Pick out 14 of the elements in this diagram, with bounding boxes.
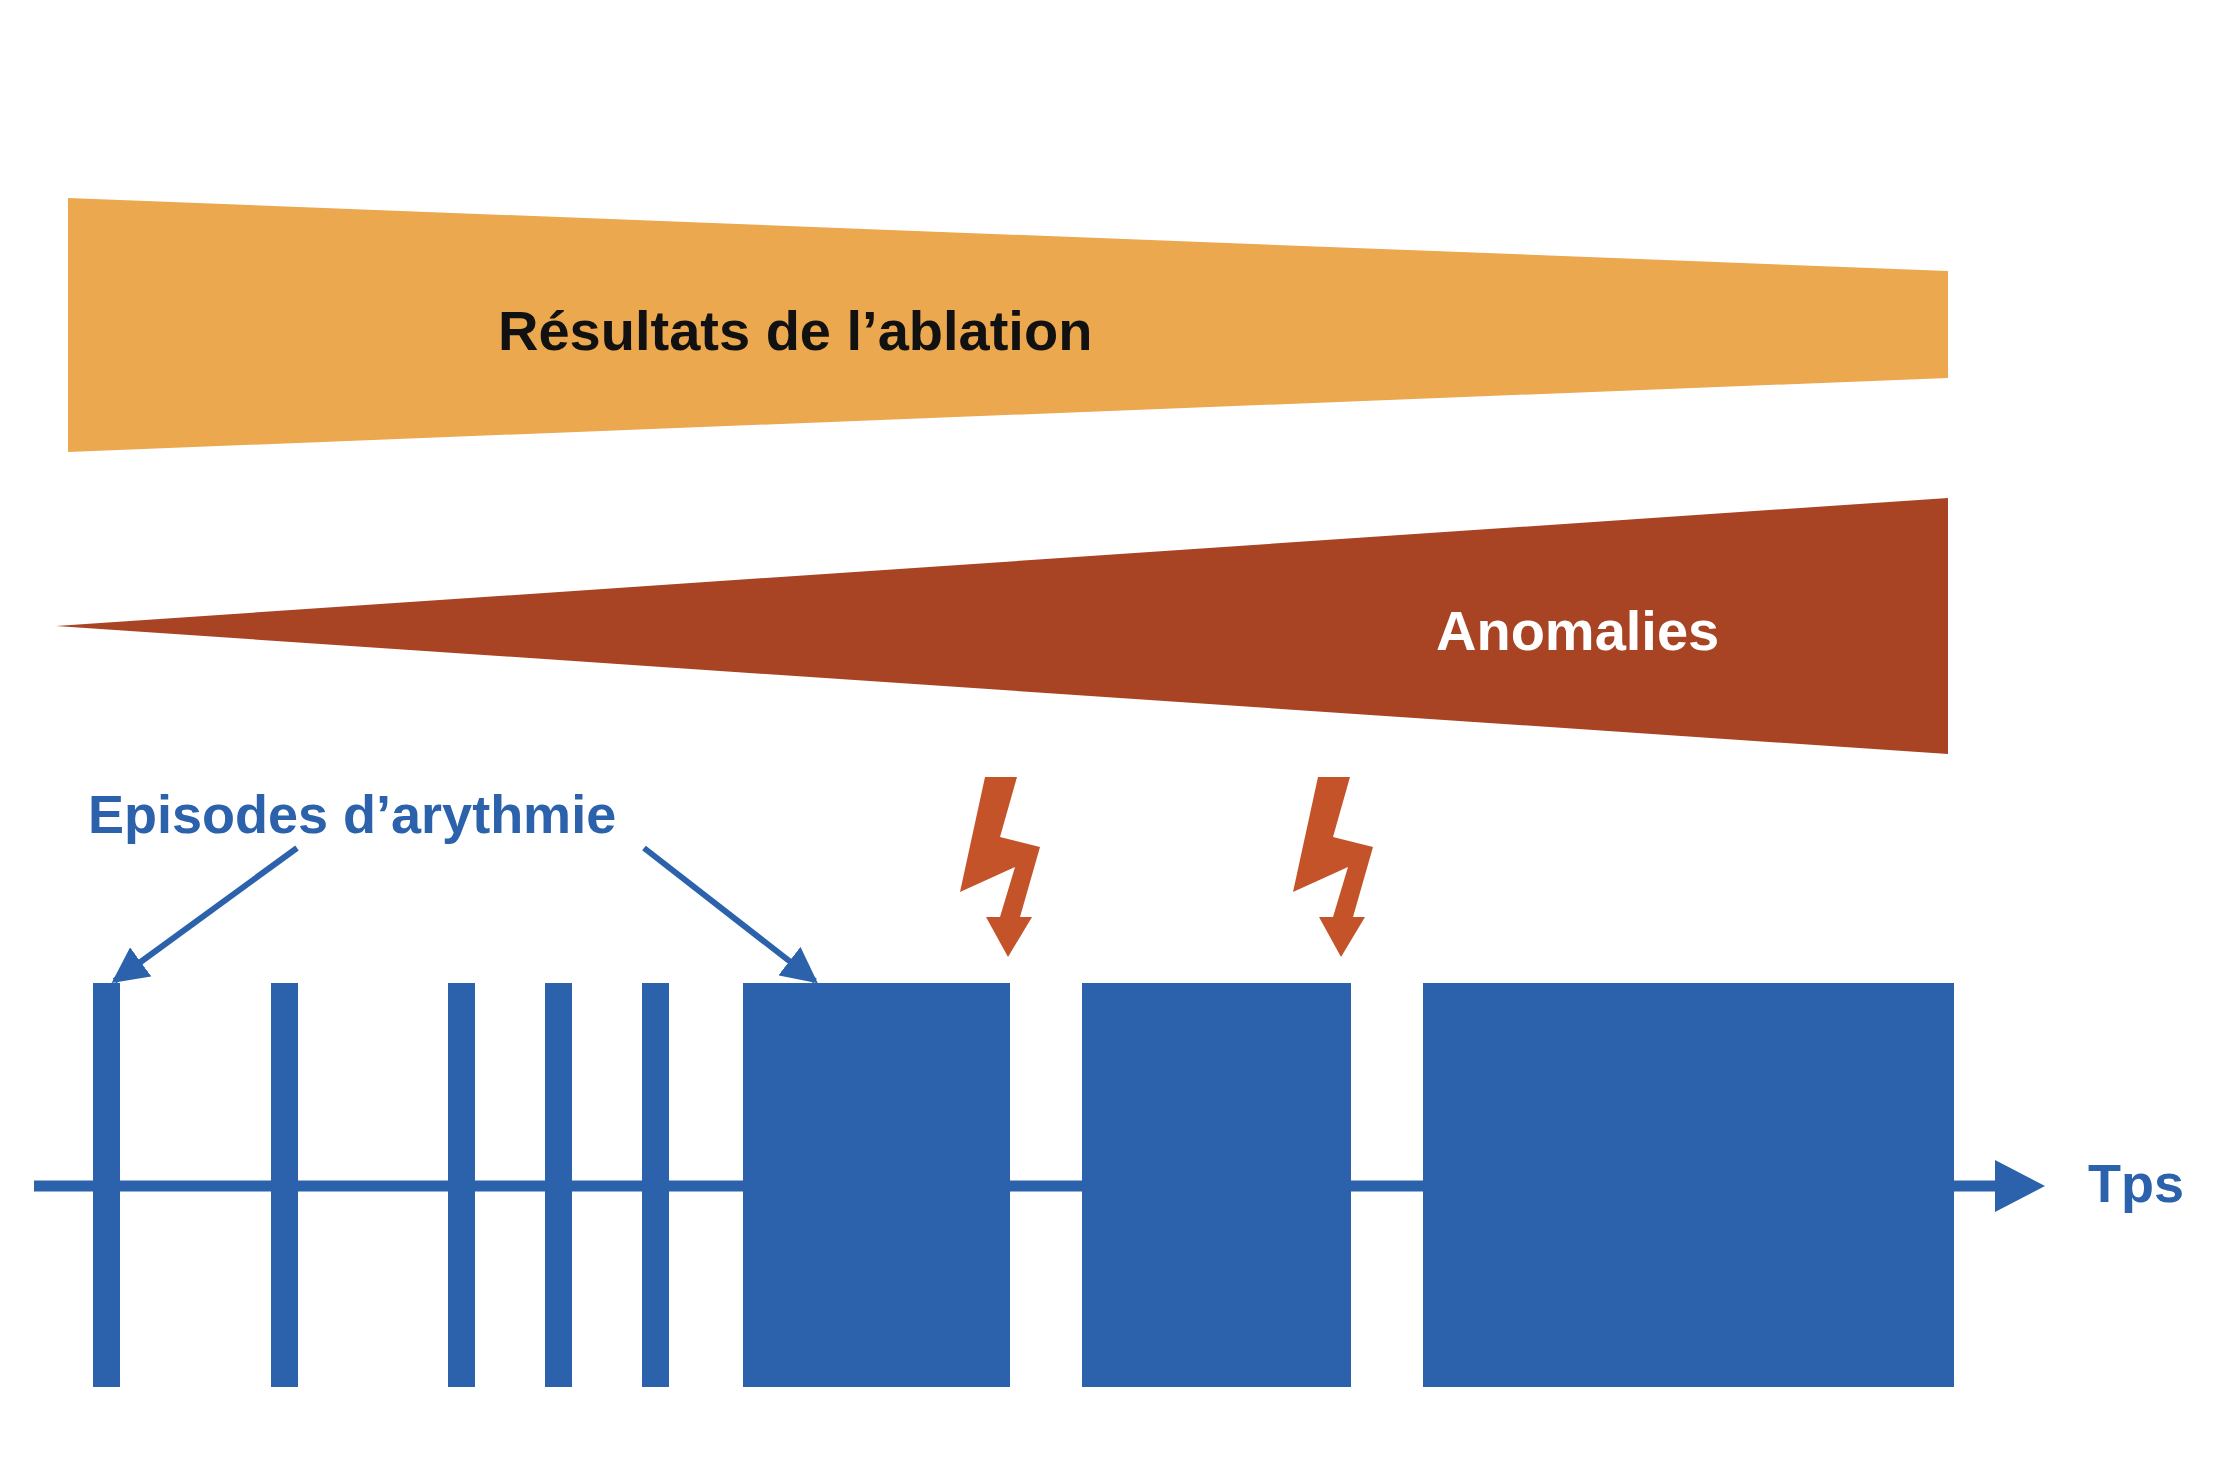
episode-bar xyxy=(93,983,120,1387)
episode-block xyxy=(1423,983,1954,1387)
band-label: Résultats de l’ablation xyxy=(498,298,1093,363)
episode-bar xyxy=(271,983,298,1387)
episode-block xyxy=(1082,983,1351,1387)
episode-bar xyxy=(545,983,572,1387)
leader-arrow xyxy=(642,845,818,984)
band-label: Anomalies xyxy=(1436,598,1720,663)
episode-bar xyxy=(642,983,669,1387)
leader-arrow xyxy=(111,845,299,984)
axis-label: Tps xyxy=(2088,1152,2184,1214)
episode-bar xyxy=(448,983,475,1387)
annotation-text: Episodes d’arythmie xyxy=(88,782,617,846)
episode-block xyxy=(743,983,1010,1387)
